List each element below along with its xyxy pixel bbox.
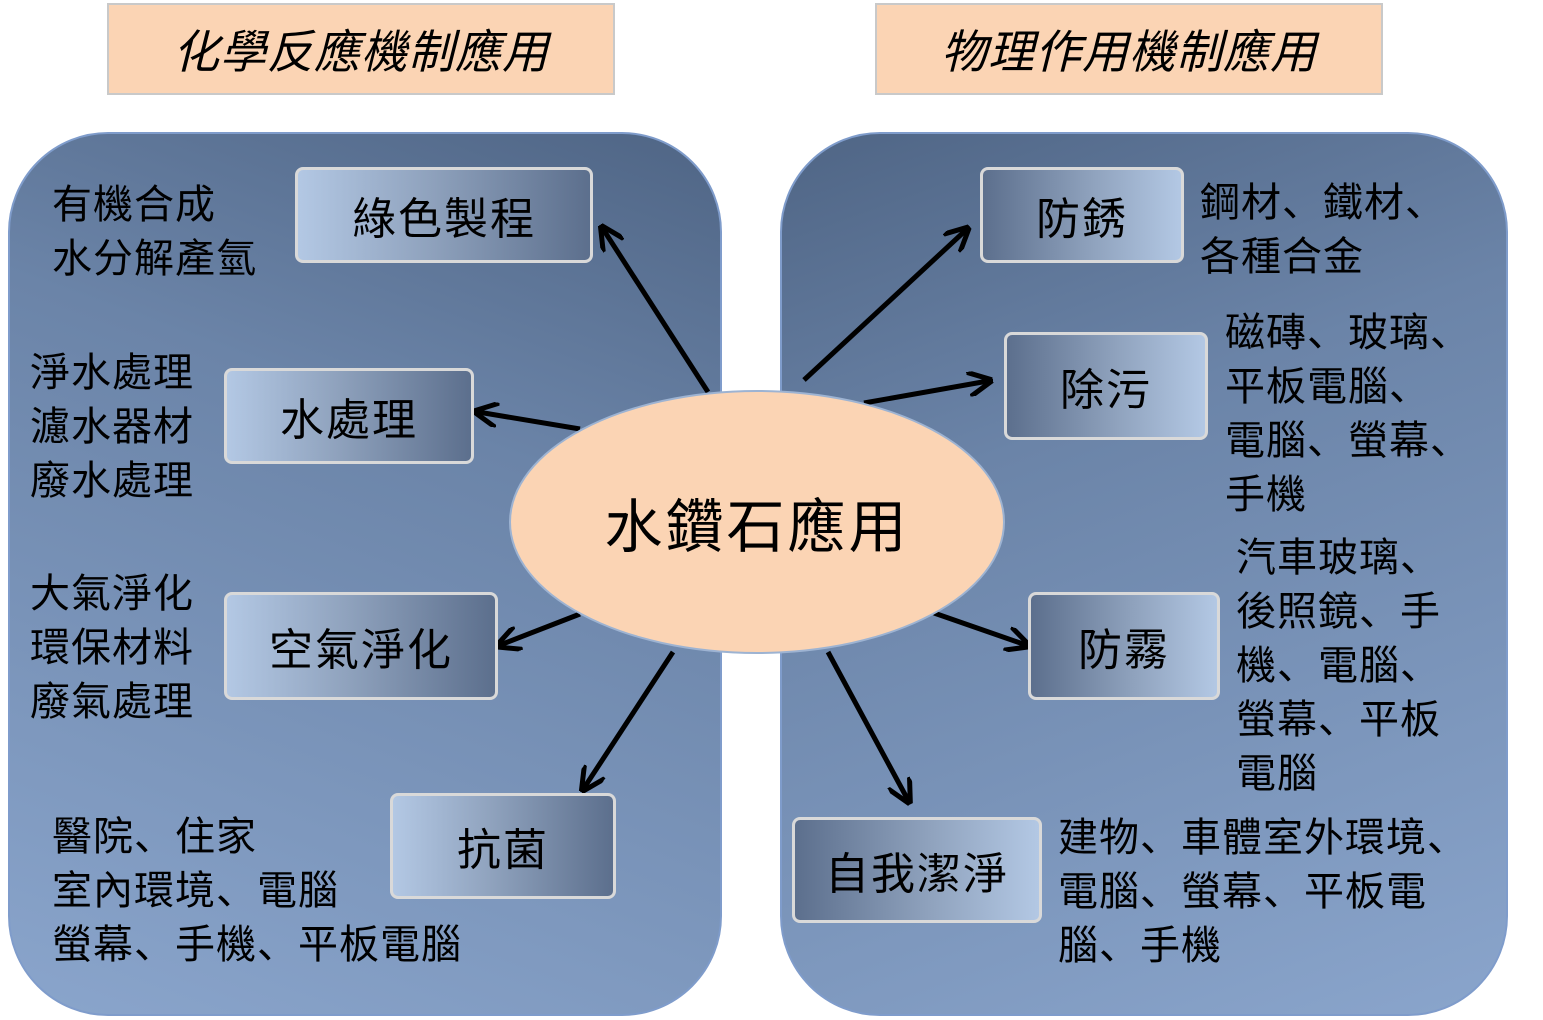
desc-water-treatment: 淨水處理 濾水器材 廢水處理 xyxy=(30,350,194,504)
desc-air-purification: 大氣淨化 環保材料 廢氣處理 xyxy=(30,571,194,725)
desc-green-process: 有機合成 水分解產氫 xyxy=(52,182,257,282)
desc-anti-fog: 汽車玻璃、 後照鏡、手 機、電腦、 螢幕、平板 電腦 xyxy=(1236,535,1441,797)
arrow-air-purification xyxy=(500,611,581,645)
desc-self-cleaning: 建物、車體室外環境、 電腦、螢幕、平板電 腦、手機 xyxy=(1058,815,1468,969)
node-anti-fog: 防霧 xyxy=(1028,592,1220,700)
center-ellipse: 水鑽石應用 xyxy=(509,390,1005,654)
arrow-water-treatment xyxy=(478,412,581,432)
chemical-header: 化學反應機制應用 xyxy=(107,3,615,95)
node-anti-rust: 防銹 xyxy=(980,167,1184,263)
node-green-process: 綠色製程 xyxy=(295,167,593,263)
arrow-anti-fog xyxy=(933,610,1026,645)
arrow-self-cleaning xyxy=(825,650,908,800)
node-self-cleaning: 自我潔淨 xyxy=(792,817,1042,923)
arrow-antibacterial xyxy=(584,650,676,788)
node-water-treatment: 水處理 xyxy=(224,368,474,464)
node-antibacterial: 抗菌 xyxy=(390,793,616,899)
node-decontamination: 除污 xyxy=(1004,332,1208,440)
physical-header: 物理作用機制應用 xyxy=(875,3,1383,95)
arrow-green-process xyxy=(603,229,711,394)
desc-antibacterial: 醫院、住家 室內環境、電腦 螢幕、手機、平板電腦 xyxy=(52,814,462,968)
desc-anti-rust: 鋼材、鐵材、 各種合金 xyxy=(1200,180,1446,280)
desc-decontamination: 磁磚、玻璃、 平板電腦、 電腦、螢幕、 手機 xyxy=(1225,310,1471,518)
arrow-anti-rust xyxy=(802,230,966,382)
node-air-purification: 空氣淨化 xyxy=(224,592,498,700)
arrow-decontamination xyxy=(863,381,988,406)
